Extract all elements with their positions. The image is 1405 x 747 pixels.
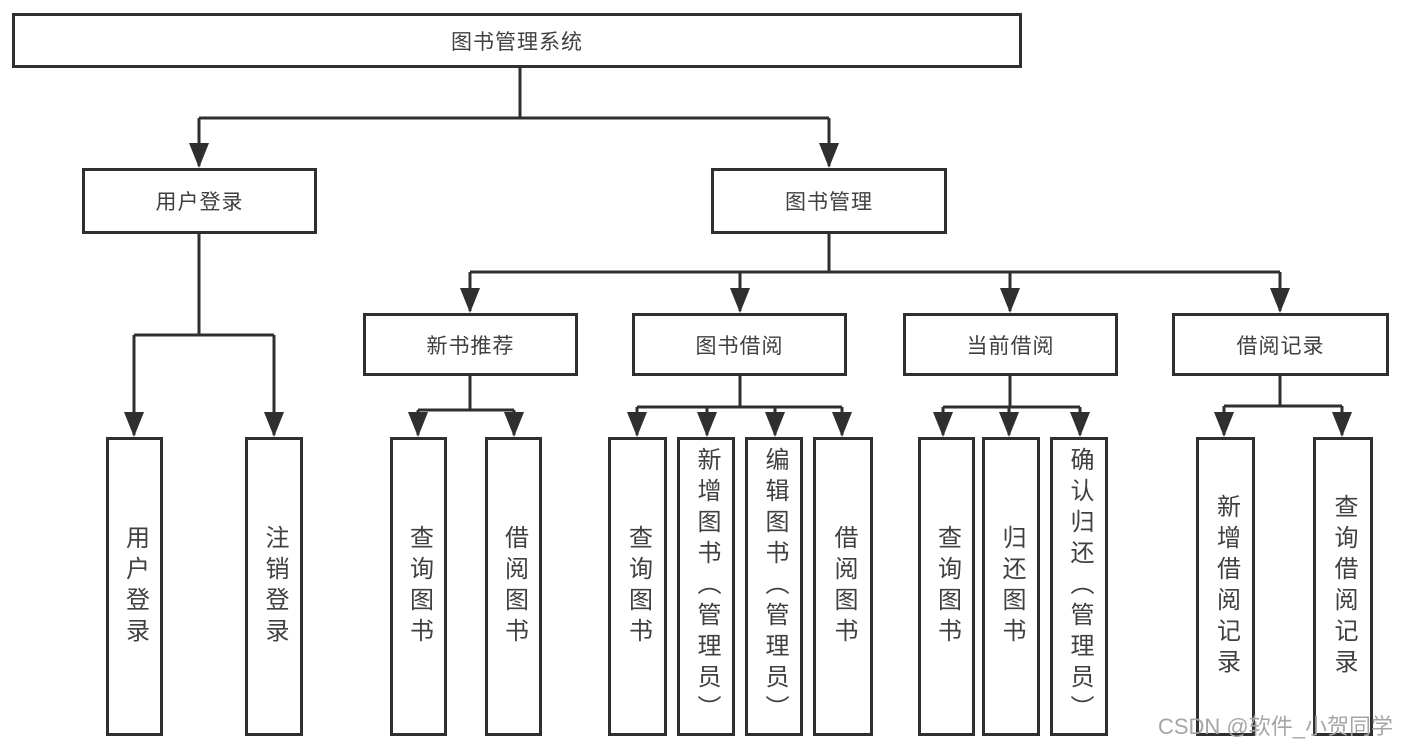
- leaf-borrow-book-newbook-label: 借阅图书: [500, 524, 528, 649]
- leaf-query-book-newbook: 查询图书: [390, 437, 447, 736]
- leaf-borrow-book-borrow: 借阅图书: [813, 437, 873, 736]
- leaf-add-borrow-record-label: 新增借阅记录: [1212, 493, 1240, 680]
- node-borrow-records: 借阅记录: [1172, 313, 1389, 376]
- leaf-confirm-return-admin-label: 确认归还（管理员）: [1066, 447, 1093, 726]
- node-current-borrow: 当前借阅: [903, 313, 1118, 376]
- leaf-borrow-book-newbook: 借阅图书: [485, 437, 542, 736]
- leaf-add-book-admin: 新增图书（管理员）: [677, 437, 735, 736]
- leaf-query-book-current-label: 查询图书: [933, 524, 961, 649]
- node-new-book-recommend-label: 新书推荐: [426, 334, 515, 358]
- leaf-user-login: 用户登录: [106, 437, 163, 736]
- leaf-logout-login: 注销登录: [245, 437, 303, 736]
- node-new-book-recommend: 新书推荐: [363, 313, 578, 376]
- leaf-edit-book-admin-label: 编辑图书（管理员）: [761, 447, 788, 726]
- node-book-borrow: 图书借阅: [632, 313, 847, 376]
- leaf-query-book-borrow-label: 查询图书: [624, 524, 652, 649]
- leaf-logout-login-label: 注销登录: [261, 524, 288, 649]
- leaf-edit-book-admin: 编辑图书（管理员）: [745, 437, 803, 736]
- leaf-user-login-label: 用户登录: [121, 524, 149, 649]
- leaf-add-book-admin-label: 新增图书（管理员）: [693, 447, 720, 726]
- node-user-login: 用户登录: [82, 168, 317, 234]
- leaf-borrow-book-borrow-label: 借阅图书: [830, 524, 857, 649]
- node-borrow-records-label: 借阅记录: [1236, 334, 1325, 358]
- node-library-system: 图书管理系统: [12, 13, 1022, 68]
- leaf-return-book: 归还图书: [982, 437, 1040, 736]
- node-book-management-label: 图书管理: [785, 191, 873, 214]
- leaf-confirm-return-admin: 确认归还（管理员）: [1050, 437, 1108, 736]
- leaf-return-book-label: 归还图书: [998, 524, 1025, 649]
- node-current-borrow-label: 当前借阅: [966, 334, 1055, 358]
- leaf-query-book-current: 查询图书: [918, 437, 975, 736]
- node-book-management: 图书管理: [711, 168, 947, 234]
- leaf-add-borrow-record: 新增借阅记录: [1196, 437, 1255, 736]
- leaf-query-book-borrow: 查询图书: [608, 437, 667, 736]
- node-user-login-label: 用户登录: [155, 191, 244, 214]
- watermark: CSDN @软件_小贺同学: [1157, 714, 1393, 739]
- node-library-system-label: 图书管理系统: [451, 30, 583, 54]
- leaf-query-borrow-record: 查询借阅记录: [1313, 437, 1373, 736]
- leaf-query-borrow-record-label: 查询借阅记录: [1330, 493, 1357, 680]
- node-book-borrow-label: 图书借阅: [695, 334, 784, 358]
- leaf-query-book-newbook-label: 查询图书: [405, 524, 433, 649]
